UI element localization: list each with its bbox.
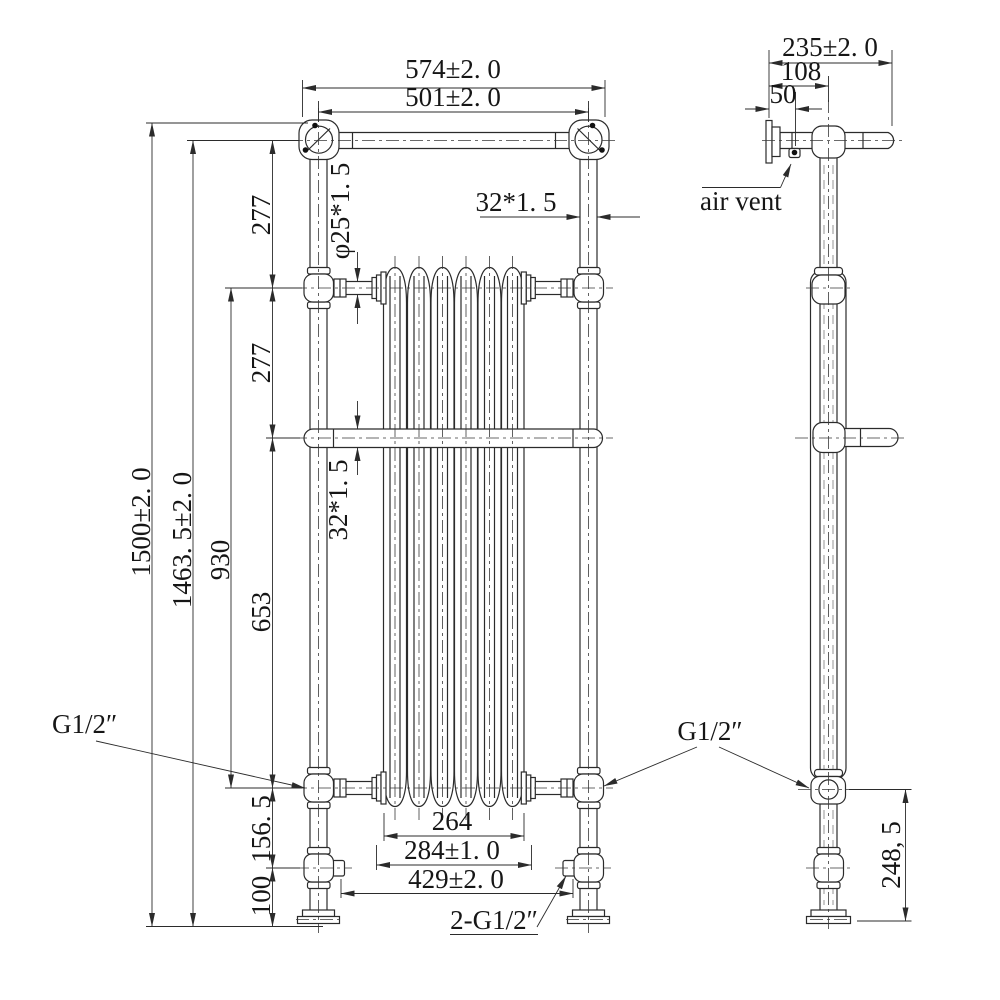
dim-text-toprail-height: 1463. 5±2. 0 [167,472,197,608]
dim-text-midrail-to-bottom: 653 [246,592,276,633]
dim-text-overall-height: 1500±2. 0 [126,467,156,576]
dim-valve-to-floor: 248, 5 [849,789,912,922]
dim-wall-to-vent: 50 [745,79,822,146]
dim-text-valve-to-floor: 248, 5 [876,821,906,889]
dim-text-foot-height: 100 [246,876,276,917]
dim-text-tube-spec: 32*1. 5 [476,187,557,217]
label-text-bottom-threads: 2-G1/2″ [450,905,538,935]
label-inlet-thread-left: G1/2″ [52,709,306,789]
side-centerlines [762,100,908,933]
dim-text-radiator-to-midrail: 277 [246,343,276,384]
dim-text-rail-spec: 32*1. 5 [323,460,353,541]
front-centerlines [290,108,617,933]
top-rail [339,131,569,150]
dimensions: 574±2. 0 501±2. 0 32*1. 5 φ25*1. 5 32*1.… [52,32,912,935]
dim-radiator-width: 284±1. 0 [376,835,532,870]
label-text-side-thread: G1/2″ [677,716,742,746]
dim-overall-width: 574±2. 0 [302,54,606,117]
dim-text-overall-width: 574±2. 0 [405,54,501,84]
label-bottom-threads: 2-G1/2″ [450,875,567,935]
top-right-elbow [568,119,610,161]
dim-tube-spec: 32*1. 5 [476,187,640,220]
dim-text-core-width: 264 [432,806,473,836]
dim-text-valve-centres: 429±2. 0 [408,864,504,894]
radiator-column [382,266,408,808]
dim-valve-centres: 429±2. 0 [340,864,574,898]
dim-text-radiator-height: 930 [205,540,235,581]
screw-dot [589,122,596,129]
dim-text-crossbar-spec: φ25*1. 5 [325,163,355,260]
side-top-rail [765,119,895,164]
dim-crossbar-spec: φ25*1. 5 [325,163,361,324]
dim-rail-centres: 501±2. 0 [318,82,589,122]
dim-text-rail-centres: 501±2. 0 [405,82,501,112]
label-side-thread: G1/2″ [603,716,810,789]
dim-overall-depth: 235±2. 0 [768,32,893,126]
dim-text-radiator-width: 284±1. 0 [404,835,500,865]
radiator-columns [382,266,525,808]
dim-toprail-height: 1463. 5±2. 0 [167,140,299,927]
label-air-vent: air vent [700,163,792,216]
dim-text-wall-to-pipe: 108 [781,56,822,86]
label-text-air-vent: air vent [700,186,782,216]
dim-text-overall-depth: 235±2. 0 [782,32,878,62]
dim-text-wall-to-vent: 50 [770,79,797,109]
top-left-elbow [298,119,340,161]
dim-core-width: 264 [383,806,525,841]
dim-rail-spec: 32*1. 5 [323,401,361,541]
label-text-inlet-thread-left: G1/2″ [52,709,117,739]
dim-radiator-height: 930 [205,287,302,789]
air-vent-dot [791,149,798,156]
dim-overall-height: 1500±2. 0 [126,122,323,927]
dim-wall-to-pipe: 108 [768,56,829,102]
screw-dot [599,147,605,153]
screw-dot [302,147,309,153]
side-view [762,100,908,933]
screw-dot [312,122,318,129]
side-towel-rail [812,421,899,454]
front-view [290,108,617,933]
dim-chain-heights: 277 277 653 156. 5 100 [246,140,300,927]
wall-flange [765,119,773,164]
dim-text-top-to-radiator: 277 [246,195,276,236]
wall-flange-neck [771,126,781,158]
dim-text-valve-height: 156. 5 [246,795,276,863]
